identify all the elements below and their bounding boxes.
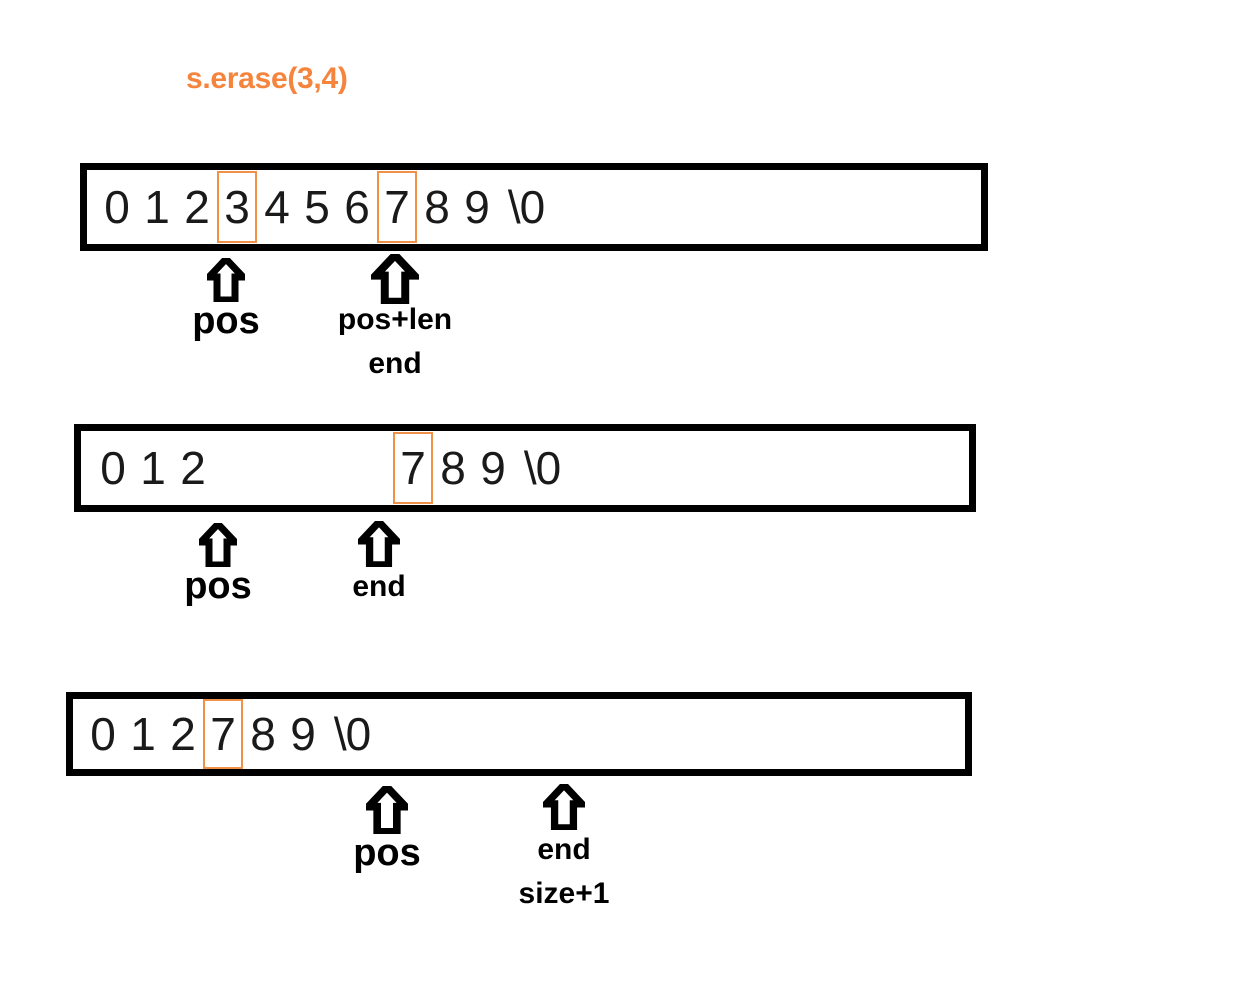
cell-0: 0 <box>90 708 116 760</box>
marker-pos-row2: pos <box>174 523 262 607</box>
cell-6: 6 <box>344 181 370 233</box>
cell-0: 0 <box>104 181 130 233</box>
cell-1: 1 <box>140 442 166 494</box>
marker-end-size-row3: end size+1 <box>508 784 620 909</box>
cell-9: 9 <box>290 708 316 760</box>
up-arrow-icon <box>358 521 400 567</box>
cell-gap-4 <box>258 432 303 504</box>
cell-7-highlight: 7 <box>203 699 243 769</box>
marker-label-end: end <box>537 833 591 866</box>
memory-box-compacted: 0 1 2 7 8 9 \0 <box>66 692 972 776</box>
marker-label-pos: pos <box>184 565 252 607</box>
cell-strip-gap: 0 1 2 7 8 9 \0 <box>93 431 571 505</box>
cell-1: 1 <box>144 181 170 233</box>
up-arrow-icon <box>199 523 237 567</box>
cell-8: 8 <box>424 181 450 233</box>
memory-box-gap: 0 1 2 7 8 9 \0 <box>74 424 976 512</box>
cell-2: 2 <box>170 708 196 760</box>
cell-5: 5 <box>304 181 330 233</box>
up-arrow-icon <box>543 784 585 830</box>
marker-end-row2: end <box>340 521 418 603</box>
cell-3-highlight: 3 <box>217 171 257 243</box>
cell-nul: \0 <box>333 708 371 760</box>
memory-box-original: 0 1 2 3 4 5 6 7 8 9 \0 <box>80 163 988 251</box>
marker-pos-row3: pos <box>343 786 431 874</box>
marker-label-pos-len: pos+len <box>337 303 453 336</box>
cell-7-highlight: 7 <box>393 432 433 504</box>
cell-8: 8 <box>440 442 466 494</box>
marker-label-pos: pos <box>353 832 421 874</box>
cell-gap-3 <box>213 432 258 504</box>
cell-8: 8 <box>250 708 276 760</box>
up-arrow-icon <box>371 254 419 304</box>
marker-pos-len-row1: pos+len end <box>320 254 470 379</box>
cell-1: 1 <box>130 708 156 760</box>
up-arrow-icon <box>207 258 245 302</box>
marker-label-end: end <box>368 346 422 380</box>
cell-gap-5 <box>303 432 348 504</box>
cell-0: 0 <box>100 442 126 494</box>
page-title: s.erase(3,4) <box>186 62 348 95</box>
marker-label-pos: pos <box>192 300 260 342</box>
marker-pos-row1: pos <box>182 258 270 342</box>
cell-2: 2 <box>180 442 206 494</box>
marker-label-size-1: size+1 <box>518 876 610 910</box>
cell-gap-6 <box>348 432 393 504</box>
cell-strip-original: 0 1 2 3 4 5 6 7 8 9 \0 <box>97 170 555 244</box>
cell-4: 4 <box>264 181 290 233</box>
cell-strip-compacted: 0 1 2 7 8 9 \0 <box>83 699 381 769</box>
cell-7-highlight: 7 <box>377 171 417 243</box>
cell-9: 9 <box>480 442 506 494</box>
cell-nul: \0 <box>523 442 561 494</box>
cell-nul: \0 <box>507 181 545 233</box>
marker-label-end: end <box>352 570 406 603</box>
up-arrow-icon <box>366 786 408 834</box>
cell-9: 9 <box>464 181 490 233</box>
cell-2: 2 <box>184 181 210 233</box>
